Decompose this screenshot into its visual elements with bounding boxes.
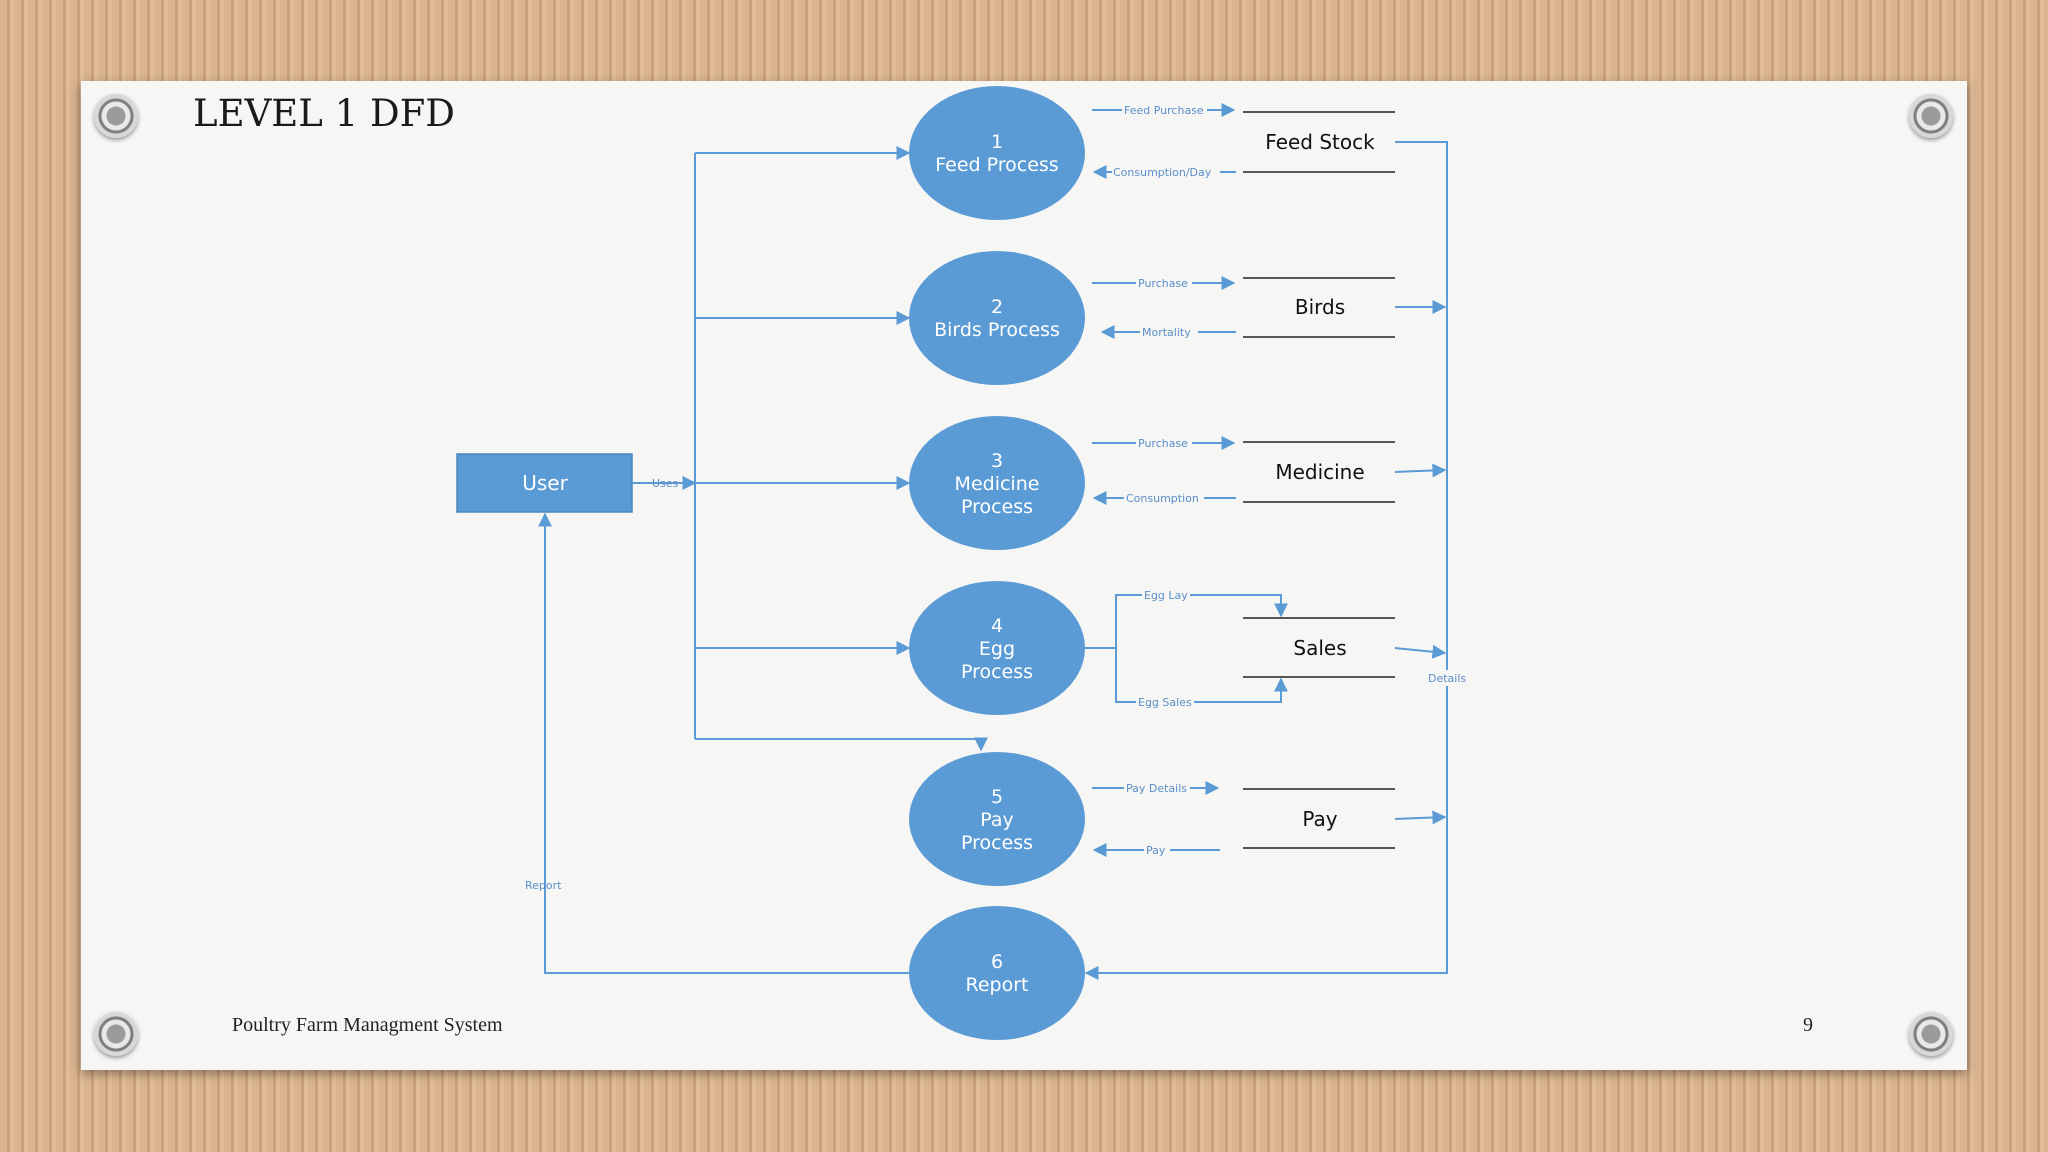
process-6-number: 6 <box>991 951 1003 973</box>
process-3-medicine: 3 Medicine Process <box>909 416 1085 550</box>
process-2-number: 2 <box>991 296 1003 318</box>
process-5-label-line1: Pay <box>980 809 1014 831</box>
store-feed-stock-label: Feed Stock <box>1265 130 1375 154</box>
process-6-report: 6 Report <box>909 906 1085 1040</box>
process-3-number: 3 <box>991 450 1003 472</box>
pin-bottom-left-icon <box>94 1012 138 1056</box>
flow-label-feed-purchase: Feed Purchase <box>1124 104 1204 117</box>
flow-label-pay: Pay <box>1146 844 1166 857</box>
process-1-number: 1 <box>991 131 1003 153</box>
flow-label-egg-sales: Egg Sales <box>1138 696 1192 709</box>
store-birds: Birds <box>1243 277 1395 338</box>
process-1-label: Feed Process <box>935 154 1058 176</box>
slide-footer: Poultry Farm Managment System <box>232 1014 503 1036</box>
process-6-label: Report <box>966 974 1029 996</box>
flow-label-consumption-day: Consumption/Day <box>1113 166 1212 179</box>
pin-top-right-icon <box>1909 94 1953 138</box>
flow-label-birds-purchase: Purchase <box>1138 277 1188 290</box>
flow-label-details: Details <box>1428 672 1466 685</box>
process-4-label-line2: Process <box>961 661 1033 683</box>
process-5-label-line2: Process <box>961 832 1033 854</box>
flow-label-mortality: Mortality <box>1142 326 1191 339</box>
process-3-label-line1: Medicine <box>955 473 1040 495</box>
pin-bottom-right-icon <box>1909 1012 1953 1056</box>
store-birds-label: Birds <box>1295 295 1345 319</box>
slide-title: LEVEL 1 DFD <box>193 92 455 135</box>
flow-label-uses: Uses <box>652 477 679 490</box>
store-pay-label: Pay <box>1302 807 1337 831</box>
store-pay: Pay <box>1243 788 1395 849</box>
flow-label-egg-lay: Egg Lay <box>1144 589 1188 602</box>
flow-label-pay-details: Pay Details <box>1126 782 1187 795</box>
slide <box>81 81 1967 1070</box>
process-1-feed: 1 Feed Process <box>909 86 1085 220</box>
process-2-birds: 2 Birds Process <box>909 251 1085 385</box>
store-medicine-label: Medicine <box>1275 460 1364 484</box>
process-4-label-line1: Egg <box>979 638 1015 660</box>
user-entity-label: User <box>522 471 568 495</box>
store-sales: Sales <box>1243 617 1395 678</box>
process-5-pay: 5 Pay Process <box>909 752 1085 886</box>
flow-label-report: Report <box>525 879 562 892</box>
process-4-number: 4 <box>991 615 1003 637</box>
page-number: 9 <box>1803 1014 1813 1036</box>
pin-top-left-icon <box>94 94 138 138</box>
flow-label-consumption: Consumption <box>1126 492 1199 505</box>
store-feed-stock: Feed Stock <box>1243 111 1395 173</box>
store-sales-label: Sales <box>1293 636 1346 660</box>
process-5-number: 5 <box>991 786 1003 808</box>
process-2-label: Birds Process <box>934 319 1060 341</box>
user-entity: User <box>456 453 633 513</box>
flow-label-medicine-purchase: Purchase <box>1138 437 1188 450</box>
process-4-egg: 4 Egg Process <box>909 581 1085 715</box>
store-medicine: Medicine <box>1243 441 1395 503</box>
process-3-label-line2: Process <box>961 496 1033 518</box>
